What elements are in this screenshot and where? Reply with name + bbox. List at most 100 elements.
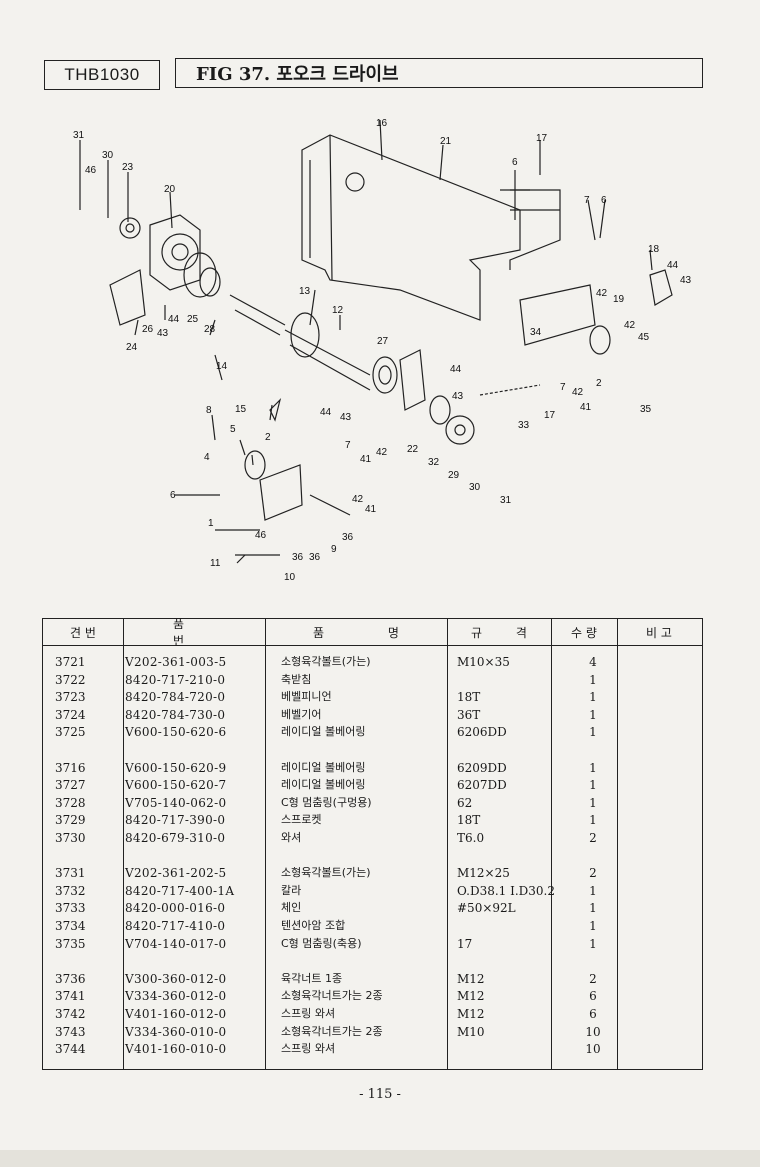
part-no-cell: 8420-000-016-0 [125,901,226,916]
callout-label: 11 [210,558,221,569]
spec-cell: 6207DD [457,778,507,793]
part-no-cell: V600-150-620-6 [125,725,227,740]
qty-cell: 1 [589,672,597,687]
part-name-cell: 체인 [281,901,302,915]
callout-label: 2 [596,378,602,389]
part-name-cell: 와셔 [281,831,302,844]
callout-label: 20 [164,184,176,195]
callout-label: 19 [613,294,625,305]
callout-label: 41 [360,454,372,465]
part-no-cell: 8420-784-730-0 [125,707,226,722]
spec-cell: 62 [457,795,473,810]
callout-label: 12 [332,305,344,316]
item-no-cell: 3732 [55,883,86,898]
table-row: 3722 8420-717-210-0 축받침 1 [43,671,702,689]
qty-cell: 1 [589,813,597,828]
spec-cell: M12 [457,971,485,986]
spec-cell: M12 [457,989,485,1004]
part-name-cell: 레이디얼 볼베어링 [281,725,366,739]
callout-label: 35 [640,404,652,415]
callout-label: 18 [648,244,660,255]
qty-cell: 1 [589,760,597,775]
part-name-cell: 레이디얼 볼베어링 [281,760,366,774]
callout-label: 32 [428,457,440,468]
header-qty: 수 량 [571,625,597,640]
item-no-cell: 3742 [55,1007,86,1021]
spec-cell: 18T [457,690,481,705]
spec-cell [457,917,567,935]
callout-label: 42 [572,387,584,398]
spec-cell: M10 [457,1024,485,1039]
spec-cell: #50×92L [457,901,516,916]
part-no-cell: V334-360-012-0 [125,989,227,1004]
callout-label: 8 [206,405,212,416]
part-name-cell: 육각너트 1종 [281,971,343,985]
part-name-cell: 베벨기어 [281,707,322,721]
part-no-cell: 8420-717-210-0 [125,672,226,687]
item-no-cell: 3722 [55,672,86,687]
callout-label: 45 [638,332,650,343]
column-divider [123,619,124,1069]
item-no-cell: 3725 [55,725,86,740]
figure-title-box: FIG 37. 포오크 드라이브 [175,58,703,88]
qty-cell: 1 [589,901,597,916]
model-code-box: THB1030 [44,60,160,90]
header-spec: 규 격 [471,625,527,640]
callout-label: 5 [230,424,236,435]
part-no-cell: V705-140-062-0 [125,795,227,810]
callout-label: 34 [530,327,542,338]
spec-cell: M12×25 [457,866,510,881]
part-no-cell: V202-361-202-5 [125,866,227,881]
callout-label: 36 [309,552,321,563]
callout-label: 41 [365,504,377,515]
part-no-cell: 8420-717-410-0 [125,919,226,933]
qty-cell: 2 [589,831,597,845]
qty-cell: 1 [589,725,597,740]
callout-label: 27 [377,336,389,347]
diagram-callouts: 31 46 30 23 20 16 21 17 6 7 6 18 44 43 4… [73,118,692,583]
callout-label: 6 [170,490,176,501]
part-name-cell: 축받침 [281,672,312,686]
callout-label: 29 [448,470,460,481]
part-no-cell: V704-140-017-0 [125,936,227,951]
part-no-cell: V600-150-620-9 [125,760,227,775]
part-name-cell: 소형육각너트가는 2종 [281,989,383,1003]
part-name-cell: 스프링 와셔 [281,1007,336,1020]
spec-cell: T6.0 [457,831,485,845]
callout-label: 42 [352,494,364,505]
callout-label: 42 [624,320,636,331]
qty-cell: 2 [589,971,597,986]
part-no-cell: 8420-717-390-0 [125,813,226,828]
item-no-cell: 3743 [55,1024,86,1039]
part-no-cell: 8420-717-400-1A [125,883,235,898]
callout-label: 44 [320,407,332,418]
callout-label: 14 [216,361,228,372]
part-no-cell: V401-160-012-0 [125,1007,227,1021]
callout-label: 22 [407,444,419,455]
callout-label: 1 [208,518,214,529]
callout-label: 42 [376,447,388,458]
spec-cell: 6206DD [457,725,507,740]
part-name-cell: 칼라 [281,883,302,897]
column-divider [447,619,448,1069]
callout-label: 44 [667,260,679,271]
part-name-cell: 스프링 와셔 [281,1042,336,1056]
part-no-cell: V300-360-012-0 [125,971,227,986]
qty-cell: 1 [589,883,597,898]
item-no-cell: 3741 [55,989,86,1004]
header-item-no: 견 번 [70,625,96,640]
callout-label: 7 [345,440,351,451]
